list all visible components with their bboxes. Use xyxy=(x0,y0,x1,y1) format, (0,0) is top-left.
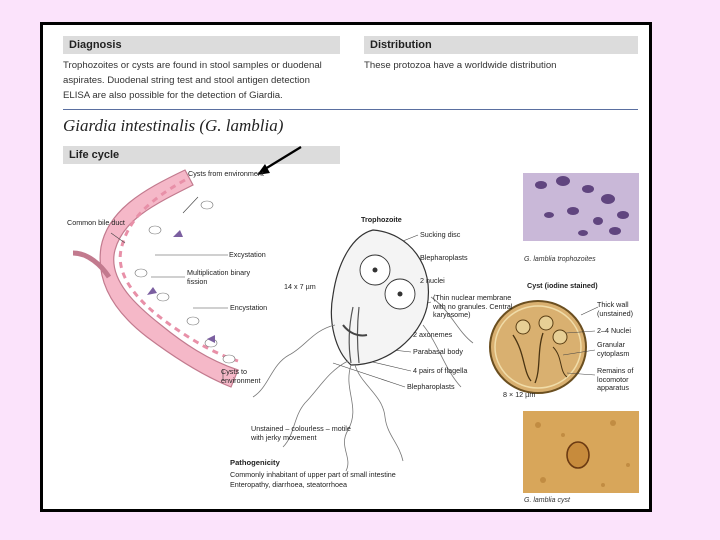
label-blepharoplasts-bottom: Blepharoplasts xyxy=(407,383,455,392)
label-blepharoplasts-top: Blepharoplasts xyxy=(420,254,468,263)
label-axonemes: 2 axonemes xyxy=(413,331,452,340)
label-encystation: Encystation xyxy=(230,304,267,313)
cyst-title: Cyst (iodine stained) xyxy=(527,282,598,291)
label-excystation: Excystation xyxy=(229,251,266,260)
label-nuclei: 2 nuclei xyxy=(420,277,445,286)
label-sucking-disc: Sucking disc xyxy=(420,231,460,240)
trophozoite-photo-caption: G. lamblia trophozoites xyxy=(524,256,596,263)
textbook-page: Diagnosis Trophozoites or cysts are foun… xyxy=(43,25,649,509)
label-flagella: 4 pairs of flagella xyxy=(413,367,467,376)
trophozoite-title: Trophozoite xyxy=(361,216,402,225)
cyst-micrograph xyxy=(523,411,639,493)
pathogenicity-line: Enteropathy, diarrhoea, steatorrhoea xyxy=(230,481,347,490)
label-unstained: Unstained – colourless – motile with jer… xyxy=(251,425,361,442)
label-multiplication: Multiplication binary fission xyxy=(187,269,259,286)
label-bile-duct: Common bile duct xyxy=(67,219,125,228)
label-granular: Granular cytoplasm xyxy=(597,341,647,358)
cyst-photo-caption: G. lamblia cyst xyxy=(524,497,570,504)
cyst-size: 8 × 12 µm xyxy=(503,391,535,400)
label-nuclei-note: (Thin nuclear membrane with no granules.… xyxy=(433,294,519,320)
label-cysts-from: Cysts from environment xyxy=(188,170,264,179)
label-cyst-nuclei: 2–4 Nuclei xyxy=(597,327,631,336)
pathogenicity-heading: Pathogenicity xyxy=(230,459,280,468)
label-remains: Remains of locomotor apparatus xyxy=(597,367,647,393)
label-thick-wall: Thick wall (unstained) xyxy=(597,301,647,318)
trophozoite-size: 14 x 7 µm xyxy=(284,283,316,292)
pathogenicity-line: Commonly inhabitant of upper part of sma… xyxy=(230,471,396,480)
label-cysts-to: Cysts to environment xyxy=(221,368,281,385)
trophozoite-micrograph xyxy=(523,173,639,241)
label-parabasal: Parabasal body xyxy=(413,348,463,357)
